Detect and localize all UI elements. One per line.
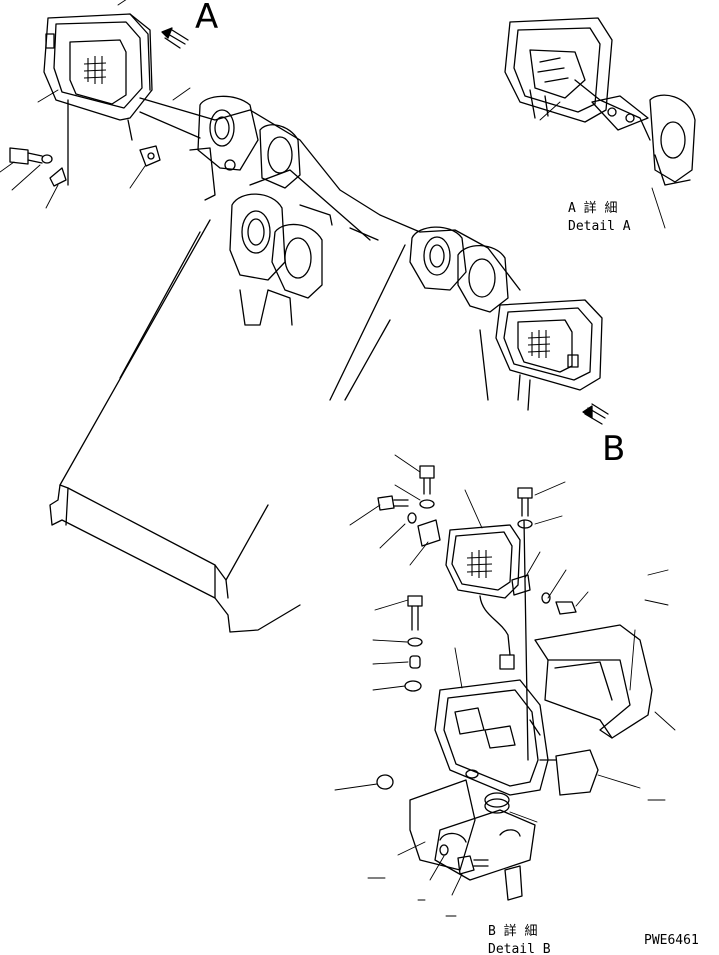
view-arrow-b: B [582, 403, 625, 469]
work-lamp-b [495, 299, 603, 411]
detail-b-jp: B 詳 細 [488, 923, 537, 939]
leader-lines-b [334, 454, 676, 917]
work-lamp-a [43, 13, 153, 186]
detail-a-en: Detail A [568, 219, 631, 234]
view-label-b: B [602, 429, 625, 469]
boom-frame [49, 95, 521, 633]
detail-b-view: B 詳 細 Detail B [334, 454, 676, 955]
detail-a-view: A 詳 細 Detail A [504, 17, 696, 234]
leader-lines-a [0, 0, 191, 209]
view-arrow-a: A [161, 0, 218, 49]
view-label-a: A [195, 0, 218, 37]
detail-b-en: Detail B [488, 942, 551, 955]
detail-a-jp: A 詳 細 [568, 200, 617, 216]
drawing-code: PWE6461 [644, 933, 699, 948]
lamp-a-hardware [9, 145, 161, 187]
